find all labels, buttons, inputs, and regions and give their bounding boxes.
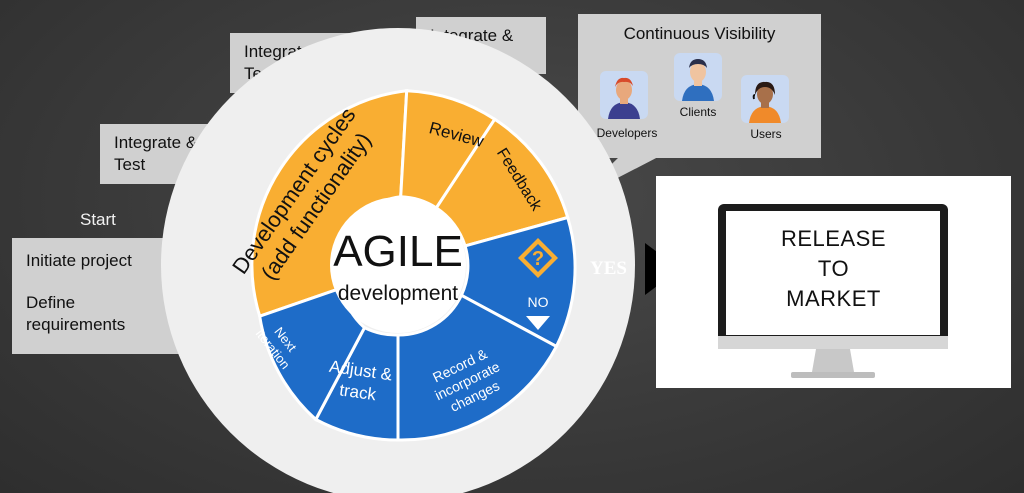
- question-mark-text: ?: [532, 248, 544, 270]
- visibility-title: Continuous Visibility: [623, 24, 776, 43]
- agile-subtitle: development: [338, 282, 458, 305]
- release-line-3: MARKET: [786, 286, 881, 311]
- clients-label: Clients: [679, 105, 717, 119]
- callout-initiate-define: Initiate project Define requirements: [12, 238, 184, 354]
- yes-label: YES: [590, 258, 627, 279]
- monitor-icon: [718, 204, 948, 378]
- define-line: requirements: [26, 315, 126, 334]
- callout-line: Test: [114, 155, 146, 174]
- continuous-visibility-panel: Continuous Visibility Developers Clients…: [578, 14, 821, 158]
- start-label: Start: [80, 210, 116, 229]
- client-avatar-icon: [674, 53, 722, 101]
- decision-diamond-icon: ?: [518, 238, 558, 278]
- agile-title: AGILE: [333, 227, 463, 276]
- release-line-1: RELEASE: [781, 226, 886, 251]
- callout-line: Integrate &: [114, 133, 198, 152]
- define-line: Define: [26, 293, 76, 312]
- developer-avatar-icon: [600, 71, 648, 119]
- center-circle: [330, 197, 466, 333]
- release-line-2: TO: [817, 256, 850, 281]
- no-arrow-icon: [526, 316, 550, 330]
- no-label: NO: [528, 294, 549, 310]
- segment-feedback: [434, 117, 570, 248]
- developers-label: Developers: [596, 126, 658, 140]
- segment-record-changes: [396, 293, 559, 442]
- user-avatar-icon: [741, 75, 789, 123]
- initiate-project-text: Initiate project: [26, 251, 132, 270]
- users-label: Users: [750, 127, 782, 141]
- release-panel: RELEASE TO MARKET: [656, 176, 1011, 388]
